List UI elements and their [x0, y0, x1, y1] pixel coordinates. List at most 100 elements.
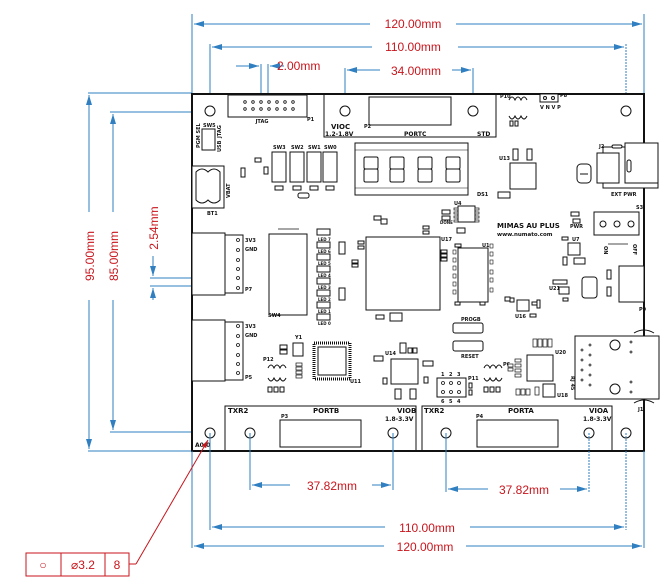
svg-text:P6: P6 [503, 362, 511, 368]
seven-segment-display: DS1 [354, 142, 489, 198]
svg-text:P11: P11 [468, 376, 479, 382]
led-7: LED 7 [316, 228, 331, 242]
ic-u16: U16 [504, 296, 541, 320]
svg-text:LED 4: LED 4 [318, 273, 331, 278]
svg-text:P2: P2 [364, 124, 372, 130]
dimension-porta-holes: 37.82mm [445, 433, 590, 497]
svg-text:5: 5 [449, 399, 453, 405]
mounting-hole [339, 105, 351, 117]
svg-text:P5: P5 [245, 375, 253, 381]
svg-text:2: 2 [449, 372, 453, 378]
dimension-portb-holes: 37.82mm [249, 433, 394, 493]
led-4: LED 4 [316, 265, 331, 278]
svg-text:BT1: BT1 [207, 211, 218, 217]
feature-control-frame: ○ ⌀3.2 8 [25, 439, 209, 577]
svg-text:J1: J1 [637, 407, 644, 413]
svg-text:OFF: OFF [631, 244, 637, 255]
usb-connector-p9: P9 [606, 265, 647, 313]
led-bank: LED 7 LED 6 LED 5 LED 4 LED 3 LED 2 LED … [316, 228, 359, 326]
svg-text:VIOA: VIOA [589, 407, 609, 415]
svg-text:P10: P10 [500, 94, 511, 100]
push-switches: SW3 SW2 SW1 SW0 [271, 145, 338, 199]
svg-text:6: 6 [441, 399, 445, 405]
svg-text:1.8-3.3V: 1.8-3.3V [385, 416, 414, 423]
svg-text:EXT PWR: EXT PWR [611, 192, 637, 198]
svg-text:LED 0: LED 0 [318, 321, 331, 326]
porta-region: TXR2 PORTA P4 VIOA 1.8-3.3V [421, 405, 613, 451]
reset-button: RESET [452, 340, 484, 360]
dimension-overall-height: 95.00mm [83, 92, 192, 452]
jtag-header: JTAG P1 [227, 94, 315, 125]
rj45-connector-j1: RJ 45 J1 [569, 329, 660, 413]
ic-u20: U20 [507, 338, 567, 396]
svg-text:SW5: SW5 [203, 123, 216, 129]
svg-text:U18: U18 [557, 393, 569, 399]
svg-text:P4: P4 [476, 414, 484, 420]
ic-u4: U4 DONE [440, 201, 480, 234]
smd-parts [240, 157, 269, 178]
svg-text:3: 3 [457, 372, 461, 378]
leader-line [135, 439, 209, 565]
led-3: LED 3 [316, 277, 331, 290]
led-0: LED 0 [316, 313, 331, 326]
switch-sw0: SW0 [322, 145, 338, 191]
ic-u18: U18 [542, 383, 569, 399]
fcf-circularity-symbol: ○ [39, 558, 46, 572]
switch-sw2: SW2 [289, 145, 305, 191]
svg-text:PGM SEL: PGM SEL [196, 122, 202, 148]
svg-text:PORTA: PORTA [508, 407, 534, 415]
svg-text:DS1: DS1 [477, 192, 489, 198]
resistor-net-p6: P6 [483, 362, 511, 393]
dim-95mm: 95.00mm [83, 231, 97, 281]
header-p5: 3V3 GND P5 [191, 319, 257, 382]
svg-text:GND: GND [245, 333, 257, 339]
p8-header: V N V P P8 [539, 93, 568, 111]
mounting-hole [620, 105, 632, 117]
svg-text:U4: U4 [454, 201, 462, 207]
ic-u7: U7 [561, 236, 586, 266]
svg-text:U17: U17 [441, 237, 453, 243]
svg-text:U21: U21 [549, 286, 561, 292]
dimension-overall-width-top: 120.00mm [191, 14, 645, 94]
fpga-u17: U17 [357, 215, 453, 322]
svg-text:P3: P3 [281, 414, 289, 420]
dim-2-54mm: 2.54mm [147, 206, 161, 249]
led-1: LED 1 [316, 301, 331, 314]
resistor-net-p12: P12 [263, 357, 287, 393]
dim-2mm: 2.00mm [277, 59, 320, 73]
svg-text:4: 4 [457, 399, 461, 405]
svg-text:LED 1: LED 1 [318, 309, 331, 314]
battery-holder: VBAT BT1 [191, 165, 232, 217]
mounting-hole [204, 105, 216, 117]
svg-text:LED 3: LED 3 [318, 285, 331, 290]
fcf-count: 8 [114, 558, 121, 572]
progb-button: PROGB [452, 317, 484, 334]
switch-sw3: SW3 [271, 145, 287, 191]
svg-text:1: 1 [441, 372, 445, 378]
svg-text:U7: U7 [572, 237, 580, 243]
fcf-diameter: ⌀3.2 [71, 558, 95, 572]
svg-text:RJ 45: RJ 45 [569, 376, 575, 391]
svg-text:JTAG: JTAG [217, 125, 223, 139]
svg-text:SW2: SW2 [291, 145, 304, 151]
svg-text:U14: U14 [385, 351, 397, 357]
svg-text:GND: GND [245, 247, 257, 253]
crystal-y1: Y1 [279, 335, 304, 379]
svg-text:J2: J2 [598, 144, 605, 150]
led-2: LED 2 [316, 289, 331, 302]
svg-text:U1: U1 [482, 243, 490, 249]
svg-text:USB: USB [217, 140, 223, 152]
svg-text:LED 5: LED 5 [318, 261, 331, 266]
svg-text:U11: U11 [350, 379, 362, 385]
dim-120-top: 120.00mm [385, 17, 442, 31]
svg-text:P9: P9 [639, 307, 647, 313]
svg-text:P1: P1 [307, 117, 315, 123]
ic-u14: U14 [373, 342, 434, 400]
power-switch-s3: S3 ON OFF PWR [570, 205, 644, 255]
svg-text:3V3: 3V3 [245, 238, 256, 244]
dim-120-bottom: 120.00mm [397, 540, 454, 554]
dimension-portc-holes: 34.00mm [344, 64, 474, 110]
board-brand-url: www.numato.com [497, 232, 553, 238]
switch-sw1: SW1 [306, 145, 322, 191]
svg-text:P12: P12 [263, 357, 274, 363]
